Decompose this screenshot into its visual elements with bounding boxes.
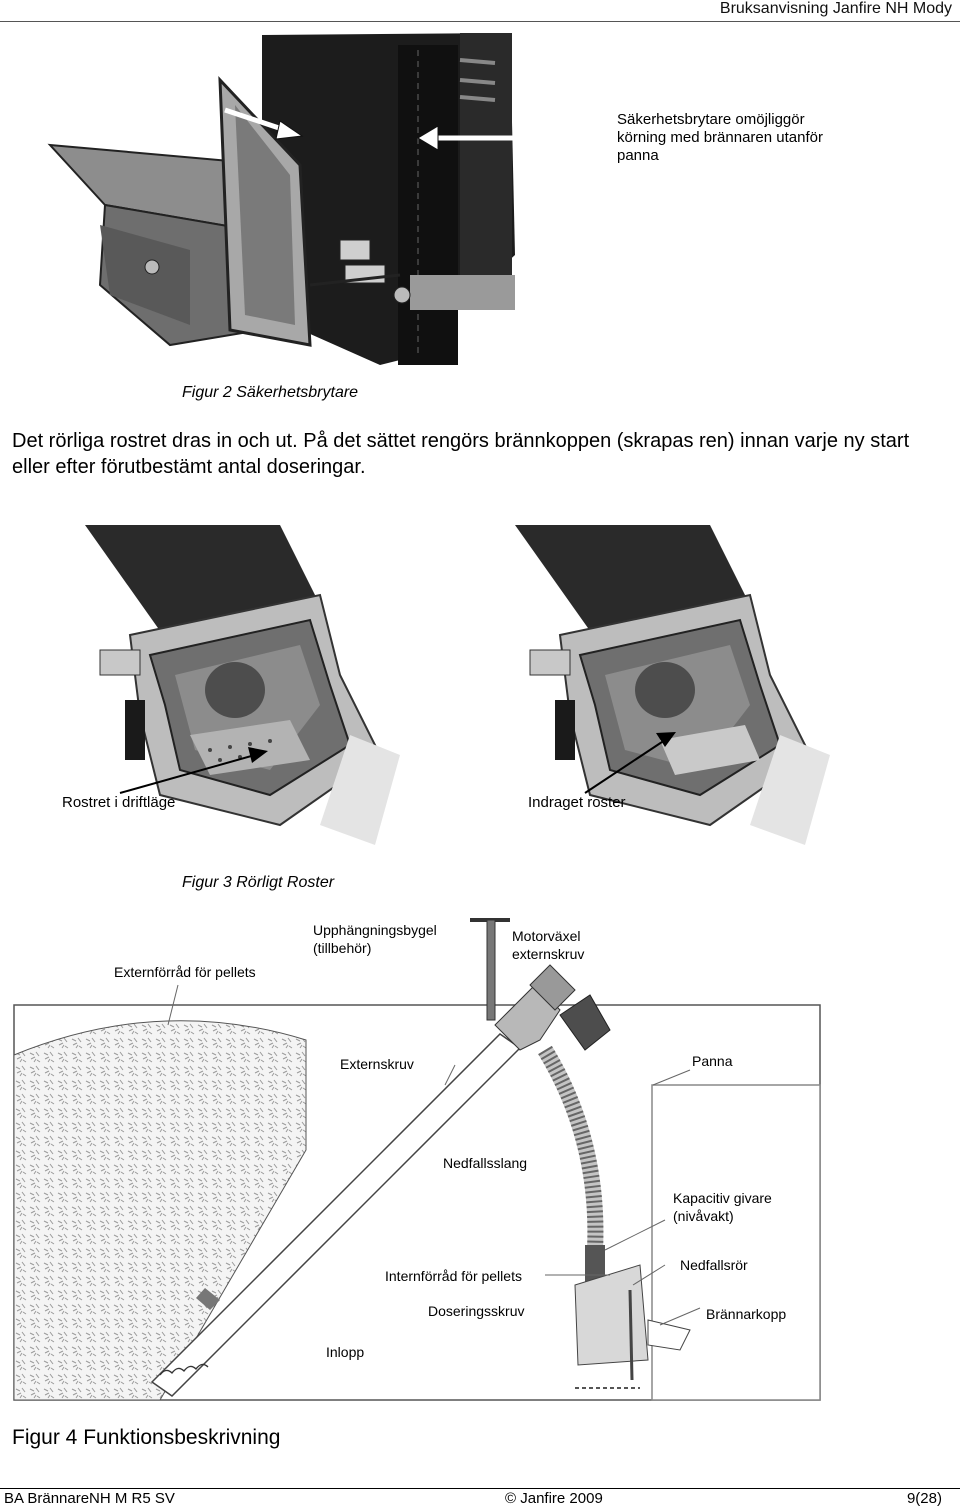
drop-pipe-label: Nedfallsrör [680, 1257, 748, 1273]
external-storage-label: Externförråd för pellets [114, 964, 256, 980]
grate-operating-label: Rostret i driftläge [62, 794, 176, 811]
body-paragraph: Det rörliga rostret dras in och ut. På d… [12, 430, 910, 478]
safety-switch-label: Säkerhetsbrytare omöjliggör körning med … [617, 111, 823, 165]
capacitive-sensor-label-line: (nivåvakt) [673, 1208, 734, 1224]
capacitive-sensor-label-line: Kapacitiv givare [673, 1190, 772, 1206]
figure2-caption: Figur 2 Säkerhetsbrytare [182, 384, 359, 401]
motor-label-line: externskruv [512, 946, 585, 962]
footer-rule [0, 1488, 960, 1489]
boiler-label: Panna [692, 1053, 733, 1069]
drop-hose-label: Nedfallsslang [443, 1155, 528, 1171]
safety-switch-label-line: körning med brännaren utanför [617, 129, 823, 146]
motor-label-line: Motorväxel [512, 928, 581, 944]
figure2-illustration [47, 33, 540, 365]
figure4-caption: Figur 4 Funktionsbeskrivning [12, 1426, 281, 1449]
footer-page-number: 9(28) [906, 1490, 942, 1507]
hanger-label: Upphängningsbygel (tillbehör) [313, 921, 437, 957]
document-header: Bruksanvisning Janfire NH Mody [719, 0, 952, 17]
figure4-diagram [13, 918, 821, 1401]
figure3-caption: Figur 3 Rörligt Roster [182, 874, 335, 891]
motor-label: Motorväxel externskruv [512, 927, 584, 963]
safety-switch-label-line: panna [617, 147, 659, 164]
figure3-illustration-right [515, 525, 830, 845]
burner-cup-label: Brännarkopp [706, 1306, 787, 1322]
header-rule [0, 21, 960, 22]
dosing-screw-label: Doseringsskruv [428, 1303, 525, 1319]
footer-copyright-text: Janfire 2009 [520, 1490, 603, 1507]
hanger-label-line: Upphängningsbygel [313, 922, 437, 938]
figure3-illustration-left [85, 525, 400, 845]
inlet-label: Inlopp [326, 1344, 365, 1360]
hanger-label-line: (tillbehör) [313, 940, 372, 956]
footer-doc-id: BA BrännareNH M R5 SV [4, 1490, 175, 1507]
external-screw-label: Externskruv [340, 1056, 414, 1072]
internal-storage-label: Internförråd för pellets [385, 1268, 522, 1284]
footer-copyright: © Janfire 2009 [505, 1490, 603, 1507]
safety-switch-label-line: Säkerhetsbrytare omöjliggör [617, 111, 805, 128]
capacitive-sensor-label: Kapacitiv givare (nivåvakt) [673, 1189, 772, 1225]
copyright-icon: © [505, 1490, 517, 1507]
grate-retracted-label: Indraget roster [528, 794, 626, 811]
